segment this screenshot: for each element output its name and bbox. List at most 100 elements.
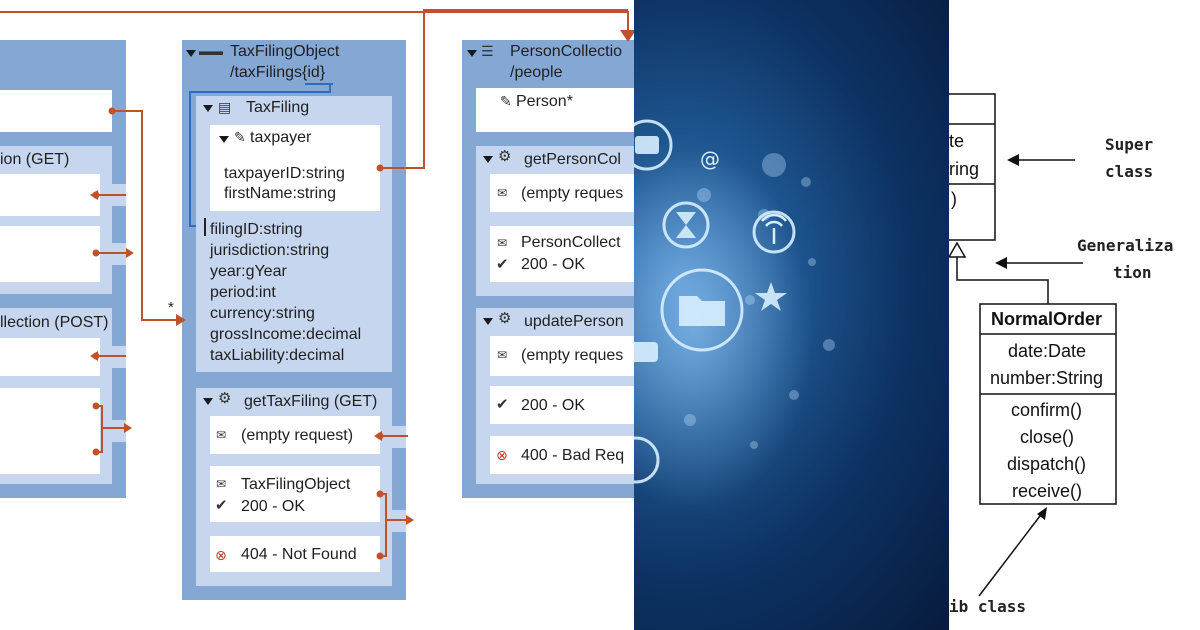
response-status: 200 - OK — [521, 397, 586, 414]
response-name: PersonCollect — [521, 234, 621, 251]
bokeh-dot — [697, 188, 711, 202]
response-ok-box[interactable] — [490, 386, 634, 424]
response-status: 200 - OK — [521, 256, 586, 273]
network-icon — [634, 436, 660, 484]
check-icon: ✔ — [496, 396, 509, 413]
bokeh-dot — [762, 153, 786, 177]
message-icon: ✉ — [497, 186, 508, 200]
class-attribute: date:Date — [1008, 341, 1087, 361]
class-operation: receive() — [1012, 481, 1083, 501]
collapse-triangle-icon[interactable] — [483, 156, 493, 163]
bokeh-dot — [801, 177, 811, 187]
message-icon: ✉ — [216, 428, 227, 442]
request-box[interactable] — [210, 416, 380, 454]
response-ok-box[interactable] — [210, 466, 380, 522]
class-operation: close() — [1020, 427, 1075, 447]
broadcast-glyph — [761, 213, 787, 244]
taxpayer-field: taxpayerID:string — [224, 165, 345, 182]
bokeh-dot — [745, 295, 755, 305]
left-request-box[interactable] — [0, 174, 100, 216]
bokeh-dot — [823, 339, 835, 351]
person-collection-path: /people — [510, 64, 563, 81]
request-label: (empty reques — [521, 347, 624, 364]
response-bad-box[interactable] — [490, 436, 634, 474]
get-person-collection-title: getPersonCol — [524, 151, 621, 168]
resource-icon: ▬▬ — [199, 44, 223, 58]
left-post-response-box[interactable] — [0, 388, 100, 474]
response-not-found-box[interactable] — [210, 536, 380, 572]
tech-illustration: @ — [634, 119, 835, 510]
reference-icon: ✎ — [234, 129, 246, 145]
left-response-box[interactable] — [0, 226, 100, 282]
response-status: 404 - Not Found — [241, 546, 357, 563]
request-box[interactable] — [490, 336, 634, 376]
light-glow — [634, 150, 814, 510]
collapse-triangle-icon[interactable] — [203, 105, 213, 112]
taxpayer-field: firstName:string — [224, 185, 337, 202]
reference-icon: ✎ — [500, 93, 512, 109]
connector-top — [0, 11, 629, 40]
filing-field: jurisdiction:string — [210, 242, 330, 259]
collapse-triangle-icon[interactable] — [219, 136, 229, 143]
tax-filing-fields: filingID:string jurisdiction:string year… — [210, 219, 361, 366]
message-icon: ✉ — [497, 348, 508, 362]
arrowhead-icon — [406, 515, 414, 525]
class-operation: dispatch() — [1007, 454, 1087, 474]
sub-class-pointer — [978, 511, 1044, 597]
message-icon: ✉ — [497, 236, 508, 250]
response-status: 400 - Bad Req — [521, 447, 625, 464]
collapse-triangle-icon[interactable] — [467, 50, 477, 57]
super-class-partial-text: ) — [951, 189, 957, 209]
star-icon — [755, 282, 787, 311]
tech-background-image: @ — [634, 0, 949, 630]
left-post-request-port[interactable] — [112, 346, 126, 368]
get-tax-filing-title: getTaxFiling (GET) — [244, 393, 378, 410]
at-sign-icon: @ — [700, 147, 720, 171]
super-class-box — [949, 93, 996, 241]
collapse-triangle-icon[interactable] — [203, 398, 213, 405]
tax-filing-object-title: TaxFilingObject — [230, 43, 340, 60]
left-get-method-label: ion (GET) — [0, 151, 70, 168]
check-icon: ✔ — [215, 497, 228, 514]
hourglass-glyph — [676, 212, 696, 238]
super-class-label: class — [1105, 162, 1154, 181]
request-port[interactable] — [392, 426, 406, 448]
hourglass-icon — [662, 201, 710, 249]
request-box[interactable] — [490, 174, 634, 212]
error-icon: ⊗ — [496, 447, 508, 463]
path-param[interactable]: {id} — [302, 64, 326, 81]
response-port[interactable] — [392, 510, 406, 532]
camera-glyph — [635, 136, 659, 154]
response-box[interactable] — [490, 226, 634, 282]
gear-icon: ⚙ — [498, 310, 512, 327]
gear-icon: ⚙ — [218, 390, 232, 407]
collapse-triangle-icon[interactable] — [483, 318, 493, 325]
filing-field: taxLiability:decimal — [210, 347, 345, 364]
bokeh-dot — [684, 414, 696, 426]
collapse-triangle-icon[interactable] — [186, 50, 196, 57]
chat-glyph — [634, 342, 658, 362]
left-response-port[interactable] — [112, 243, 126, 265]
bokeh-dot — [808, 258, 816, 266]
arrowhead-icon — [1037, 507, 1047, 520]
request-label: (empty reques — [521, 185, 624, 202]
folder-glyph — [679, 296, 725, 326]
multiplicity-label: * — [168, 299, 174, 316]
filing-field: grossIncome:decimal — [210, 326, 362, 343]
bokeh-dot — [789, 390, 799, 400]
left-post-response-port[interactable] — [112, 420, 126, 442]
filing-field: filingID:string — [210, 221, 303, 238]
left-post-request-box[interactable] — [0, 338, 100, 376]
uml-diagram-panel: te ring ) NormalOrder date:Date number:S… — [949, 0, 1200, 630]
uml-lines — [949, 93, 1117, 597]
generalization-line — [956, 256, 1049, 304]
left-item-box[interactable] — [0, 90, 112, 132]
generalization-arrow-icon — [949, 241, 967, 258]
api-diagram-panel: ion (GET) llection (POST) ▬▬ TaxFilingOb… — [0, 9, 634, 600]
entity-icon: ▤ — [218, 99, 232, 115]
generalization-label: tion — [1113, 263, 1152, 282]
filing-field: period:int — [210, 284, 276, 301]
left-request-port[interactable] — [112, 184, 126, 206]
bokeh-dot — [750, 441, 758, 449]
arrowhead-icon — [126, 248, 134, 258]
